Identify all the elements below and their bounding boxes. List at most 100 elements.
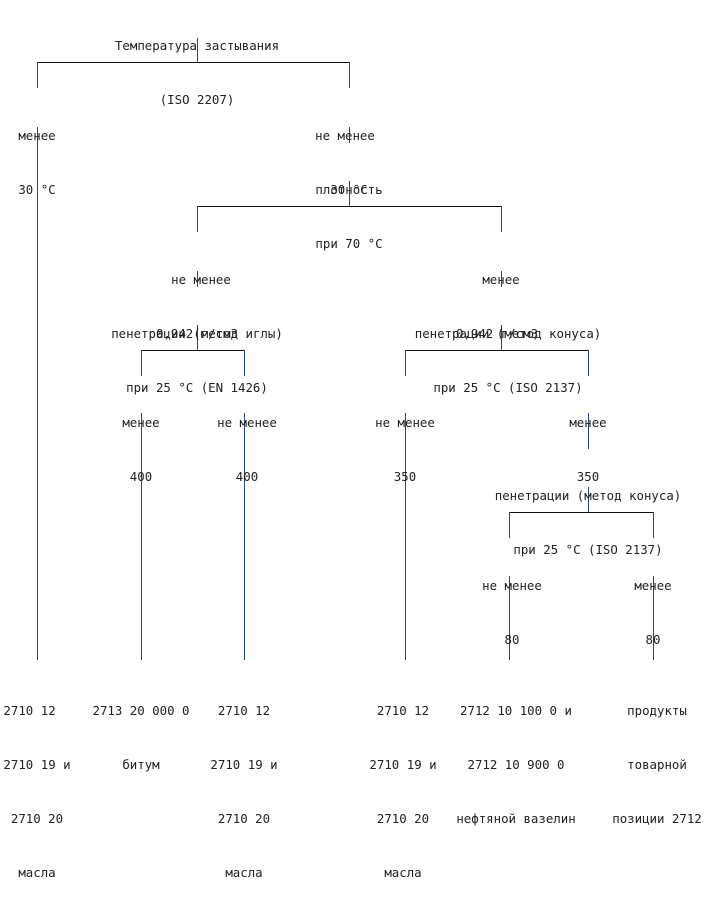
edge: [653, 576, 654, 660]
node-text: пенетрации (метод иглы): [111, 326, 283, 341]
leaf-bitumen: 2713 20 000 0 битум: [93, 666, 190, 792]
node-density: плотность при 70 °C: [315, 145, 382, 271]
leaf-text: нефтяной вазелин: [456, 811, 576, 826]
node-not-less-80: не менее 80: [482, 541, 542, 667]
node-text: 30 °C: [18, 182, 56, 197]
node-text: при 25 °C (ISO 2137): [513, 542, 663, 557]
node-less-350: менее 350: [569, 378, 606, 504]
edge: [501, 206, 502, 232]
node-text: 400: [129, 469, 153, 484]
leaf-text: 2710 19 и: [369, 757, 437, 772]
leaf-text: битум: [122, 757, 160, 772]
node-text: при 25 °C (EN 1426): [126, 380, 268, 395]
edge: [141, 350, 142, 376]
node-text: 30 °C: [330, 182, 368, 197]
edge: [509, 576, 510, 660]
edge: [405, 413, 406, 660]
leaf-text: масла: [18, 865, 56, 880]
leaf-text: 2710 12: [376, 703, 430, 718]
branch-line: [197, 206, 502, 207]
node-text: пенетрации (метод конуса): [414, 326, 602, 341]
edge: [37, 127, 38, 660]
node-less-30: менее 30 °C: [18, 91, 55, 217]
edge: [349, 62, 350, 88]
edge: [509, 512, 510, 538]
node-text: 80: [504, 632, 520, 647]
leaf-text: масла: [225, 865, 263, 880]
edge: [501, 271, 502, 287]
edge: [244, 413, 245, 660]
node-less-400: менее 400: [122, 378, 159, 504]
leaf-text: 2710 20: [217, 811, 271, 826]
leaf-text: продукты: [627, 703, 687, 718]
leaf-text: масла: [384, 865, 422, 880]
node-text: Температура застывания: [114, 38, 280, 53]
leaf-text: позиции 2712: [612, 811, 702, 826]
edge: [588, 487, 589, 512]
edge: [37, 62, 38, 88]
leaf-text: 2712 10 100 0 и: [460, 703, 572, 718]
edge: [349, 181, 350, 206]
edge: [197, 206, 198, 232]
node-text: пенетрации (метод конуса): [494, 488, 682, 503]
node-text: 400: [235, 469, 259, 484]
node-text: не менее: [171, 272, 231, 287]
leaf-text: 2710 19 и: [210, 757, 278, 772]
node-density-lt: менее 0,942 г/см3: [456, 235, 538, 361]
edge: [197, 38, 198, 62]
node-density-ge: не менее 0,942 г/см3: [156, 235, 238, 361]
node-text: 0,942 г/см3: [455, 326, 539, 341]
node-text: менее: [634, 578, 672, 593]
leaf-text: 2710 12: [3, 703, 56, 718]
edge: [141, 413, 142, 660]
edge: [405, 350, 406, 376]
leaf-oils-1: 2710 12 2710 19 и 2710 20 масла: [3, 666, 70, 900]
node-text: 0,942 г/см3: [155, 326, 239, 341]
node-text: менее: [18, 128, 56, 143]
edge: [244, 350, 245, 376]
node-text: 350: [393, 469, 417, 484]
node-penetration-cone: пенетрации (метод конуса) при 25 °C (ISO…: [415, 289, 602, 415]
edge: [588, 350, 589, 376]
branch-line: [141, 350, 245, 351]
node-text: менее: [569, 415, 607, 430]
edge: [349, 127, 350, 143]
edge: [197, 271, 198, 287]
node-not-less-400: не менее 400: [217, 378, 277, 504]
node-not-less-350: не менее 350: [375, 378, 435, 504]
node-text: (ISO 2207): [159, 92, 235, 107]
leaf-text: 2712 10 900 0: [467, 757, 565, 772]
node-text: плотность: [315, 182, 383, 197]
node-text: менее: [482, 272, 520, 287]
node-text: 80: [645, 632, 661, 647]
node-not-less-30: не менее 30 °C: [315, 91, 375, 217]
node-penetration-cone-2: пенетрации (метод конуса) при 25 °C (ISO…: [495, 451, 682, 577]
leaf-text: 2710 12: [217, 703, 271, 718]
leaf-vaseline: 2712 10 100 0 и 2712 10 900 0 нефтяной в…: [456, 666, 575, 846]
leaf-heading-2712: продукты товарной позиции 2712: [612, 666, 702, 846]
edge: [653, 512, 654, 538]
branch-line: [405, 350, 589, 351]
edge: [588, 413, 589, 449]
node-text: при 25 °C (ISO 2137): [433, 380, 583, 395]
edge: [501, 325, 502, 350]
leaf-text: 2713 20 000 0: [92, 703, 190, 718]
node-text: не менее: [315, 128, 375, 143]
node-text: менее: [122, 415, 160, 430]
leaf-text: товарной: [627, 757, 687, 772]
node-text: не менее: [482, 578, 542, 593]
leaf-text: 2710 20: [376, 811, 430, 826]
node-penetration-needle: пенетрации (метод иглы) при 25 °C (EN 14…: [111, 289, 283, 415]
leaf-oils-3: 2710 12 2710 19 и 2710 20 масла: [369, 666, 436, 900]
leaf-oils-2: 2710 12 2710 19 и 2710 20 масла: [210, 666, 277, 900]
leaf-text: 2710 20: [10, 811, 64, 826]
edge: [197, 325, 198, 350]
node-text: не менее: [217, 415, 277, 430]
branch-line: [509, 512, 654, 513]
leaf-text: 2710 19 и: [3, 757, 71, 772]
node-text: при 70 °C: [315, 236, 383, 251]
node-less-80: менее 80: [634, 541, 671, 667]
node-text: 350: [576, 469, 600, 484]
node-text: не менее: [375, 415, 435, 430]
branch-line: [37, 62, 350, 63]
